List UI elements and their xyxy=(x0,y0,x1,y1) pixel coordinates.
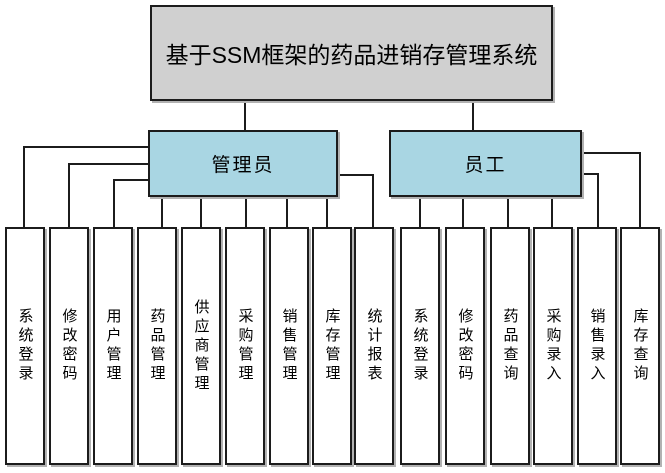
leaf-node: 用户管理 xyxy=(93,227,133,465)
leaf-node-label: 系统登录 xyxy=(16,308,34,384)
leaf-node-label: 药品管理 xyxy=(148,308,166,384)
admin-node: 管理员 xyxy=(148,130,338,197)
leaf-node: 统计报表 xyxy=(354,227,394,465)
leaf-node-label: 修改密码 xyxy=(60,308,78,384)
admin-node-label: 管理员 xyxy=(211,155,275,176)
leaf-node: 供应商管理 xyxy=(181,227,221,465)
leaf-node-label: 统计报表 xyxy=(365,308,383,384)
leaf-node-label: 采购录入 xyxy=(544,308,562,384)
leaf-node-label: 销售录入 xyxy=(588,308,606,384)
leaf-node-label: 供应商管理 xyxy=(192,298,210,394)
leaf-node: 销售管理 xyxy=(269,227,309,465)
leaf-node-label: 库存查询 xyxy=(631,308,649,384)
root-node: 基于SSM框架的药品进销存管理系统 xyxy=(150,5,553,101)
leaf-node: 库存查询 xyxy=(620,227,660,465)
leaf-node-label: 药品查询 xyxy=(501,308,519,384)
leaf-node: 销售录入 xyxy=(577,227,617,465)
leaf-node: 系统登录 xyxy=(400,227,440,465)
leaf-node-label: 用户管理 xyxy=(104,308,122,384)
leaf-node-label: 销售管理 xyxy=(280,308,298,384)
leaf-node-label: 库存管理 xyxy=(323,308,341,384)
leaf-node: 修改密码 xyxy=(49,227,89,465)
employee-node: 员工 xyxy=(389,130,582,197)
leaf-node: 采购录入 xyxy=(533,227,573,465)
leaf-node-label: 采购管理 xyxy=(236,308,254,384)
employee-node-label: 员工 xyxy=(464,155,507,176)
leaf-node-label: 系统登录 xyxy=(411,308,429,384)
leaf-node: 系统登录 xyxy=(5,227,45,465)
leaf-node: 库存管理 xyxy=(312,227,352,465)
root-node-label: 基于SSM框架的药品进销存管理系统 xyxy=(165,42,538,68)
leaf-node-label: 修改密码 xyxy=(456,308,474,384)
leaf-node: 采购管理 xyxy=(225,227,265,465)
leaf-node: 药品查询 xyxy=(490,227,530,465)
leaf-node: 药品管理 xyxy=(137,227,177,465)
leaf-node: 修改密码 xyxy=(445,227,485,465)
